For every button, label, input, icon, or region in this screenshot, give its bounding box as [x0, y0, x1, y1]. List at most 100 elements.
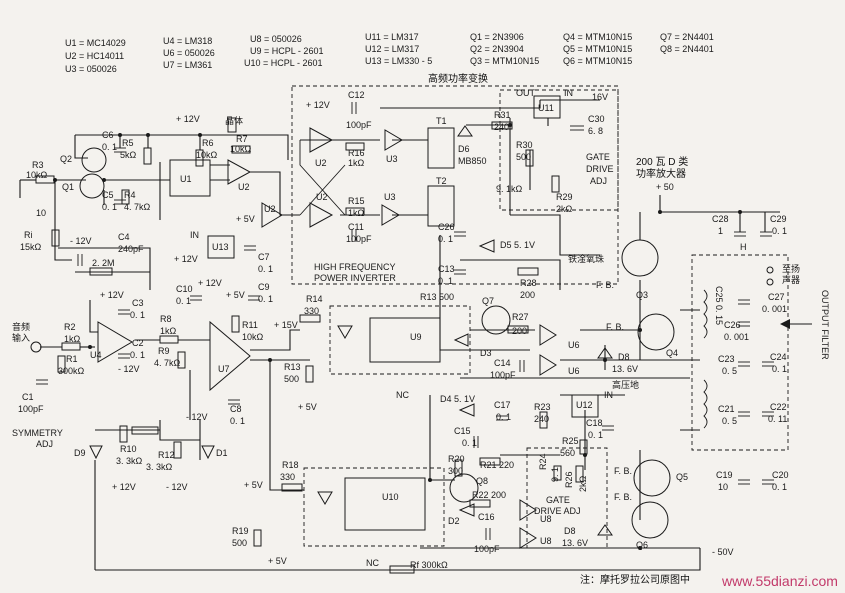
- mosfet-q6: [631, 501, 669, 539]
- ic-u11: [533, 95, 561, 119]
- gate-drive-label-3: ADJ: [590, 176, 607, 186]
- optocoupler-u10-block: [303, 467, 445, 547]
- resistor-r25: [579, 439, 588, 455]
- component-legend: U1 = MC14029 U2 = HC14011 U3 = 050026 U4…: [65, 32, 714, 74]
- label-m12-u4: - 12V: [118, 364, 140, 374]
- label-ri: Ri: [24, 230, 33, 240]
- label-r30: R30: [516, 140, 533, 150]
- label-d9: D9: [74, 448, 86, 458]
- label-r4-value: 4. 7kΩ: [124, 202, 151, 212]
- hf-power-title-en-2: POWER INVERTER: [314, 273, 396, 283]
- label-d4: D4 5. 1V: [440, 394, 475, 404]
- label-u10: U10: [382, 492, 399, 502]
- transformer-t2: [427, 185, 455, 227]
- supply-minus50: - 50V: [712, 547, 734, 557]
- resistor-r11: [231, 315, 240, 333]
- label-r10-value: 3. 3kΩ: [116, 456, 143, 466]
- label-2m2: 2. 2M: [92, 258, 115, 268]
- ic-u9: [369, 317, 441, 363]
- label-c12-value: 100pF: [346, 120, 372, 130]
- label-fb-q3: F. B.: [596, 280, 614, 290]
- resistor-r13: [305, 365, 314, 383]
- label-c26-filter: C26: [724, 320, 741, 330]
- label-r15-value: 1kΩ: [348, 208, 365, 218]
- hf-power-title-cn: 高频功率变换: [428, 72, 488, 85]
- legend-u11: U11 = LM317: [365, 32, 419, 42]
- label-p15: + 15V: [274, 320, 298, 330]
- resistor-r7: [231, 145, 251, 154]
- label-q5: Q5: [676, 472, 688, 482]
- speaker-terminal-b: [766, 278, 774, 286]
- resistor-r29: [551, 175, 560, 193]
- resistor-r5: [143, 147, 152, 165]
- label-c13-value: 0. 1: [438, 276, 453, 286]
- label-c1-value: 100pF: [18, 404, 44, 414]
- hv-ground-label: 高压地: [612, 379, 639, 390]
- source-note: 注：摩托罗拉公司原图中: [580, 573, 690, 586]
- label-p12-u7: + 12V: [198, 278, 222, 288]
- resistor-r28: [517, 267, 539, 276]
- label-r8: R8: [160, 314, 172, 324]
- label-nc-u10: NC: [366, 558, 379, 568]
- label-r20: R20: [448, 454, 465, 464]
- label-r11: R11: [242, 320, 258, 330]
- label-r14-value: 330: [304, 306, 319, 316]
- label-r19-value: 500: [232, 538, 247, 548]
- label-t2: T2: [436, 176, 447, 186]
- label-h-c28: H: [740, 242, 747, 252]
- audio-input-jack: [30, 341, 42, 353]
- gate-drive-lower-label-1: GATE: [546, 495, 570, 505]
- label-c10: C10: [176, 284, 193, 294]
- label-d1: D1: [216, 448, 228, 458]
- legend-u2: U2 = HC14011: [65, 51, 124, 61]
- inductor-filter-lower: [703, 379, 708, 429]
- label-c26-filter-value: 0. 001: [724, 332, 749, 342]
- label-p12-hf: + 12V: [306, 100, 330, 110]
- label-c3: C3: [132, 298, 144, 308]
- label-c7-value: 0. 1: [258, 264, 273, 274]
- resistor-r22: [469, 499, 491, 508]
- label-c20-value: 0. 1: [772, 482, 787, 492]
- label-c22: C22: [770, 402, 787, 412]
- label-c14-value: 100pF: [490, 370, 516, 380]
- label-c24: C24: [770, 352, 787, 362]
- label-c2-value: 0. 1: [130, 350, 145, 360]
- buffer-u8-a: [519, 499, 537, 521]
- output-filter-arrow-icon: [780, 319, 790, 329]
- label-d6-value: MB850: [458, 156, 487, 166]
- hf-inverter-block: [291, 85, 619, 285]
- label-u11-in: IN: [564, 88, 573, 98]
- label-r20-value: 300: [448, 466, 463, 476]
- label-p5-r13: + 5V: [298, 402, 317, 412]
- crystal-label: 晶体: [225, 115, 243, 126]
- gate-u2-a: [227, 159, 252, 185]
- label-ri-value: 15kΩ: [20, 242, 42, 252]
- label-r27-value: 200: [512, 326, 527, 336]
- gate-u2-c: [309, 202, 334, 228]
- label-p12-u4: + 12V: [100, 290, 124, 300]
- hf-power-title-en-1: HIGH FREQUENCY: [314, 262, 396, 272]
- gate-drive-label-2: DRIVE: [586, 164, 614, 174]
- label-c19-value: 10: [718, 482, 728, 492]
- amp-title-cn-1: 200 瓦 D 类: [636, 155, 688, 168]
- label-r9: R9: [158, 346, 170, 356]
- label-d8-lower-value: 13. 6V: [562, 538, 588, 548]
- capacitor-symbols: [36, 102, 774, 540]
- resistor-r27: [507, 325, 529, 334]
- label-r24: R24: [538, 453, 548, 470]
- label-r29: R29: [556, 192, 573, 202]
- label-fb-q6: F. B.: [614, 492, 632, 502]
- label-u11-out: OUT: [516, 88, 536, 98]
- to-speaker-label-1: 至扬: [782, 263, 800, 274]
- label-u11: U11: [538, 103, 554, 113]
- label-u12: U12: [576, 400, 593, 410]
- label-nc-u9: NC: [396, 390, 409, 400]
- label-r5-value: 5kΩ: [120, 150, 137, 160]
- label-c15-value: 0. 1: [462, 438, 477, 448]
- label-r13-value: 500: [284, 374, 299, 384]
- diode-d9: [89, 445, 103, 460]
- optocoupler-u9-block: [329, 305, 471, 375]
- label-r12: R12: [158, 450, 175, 460]
- resistor-rf: [389, 565, 415, 574]
- gate-u2-b: [309, 127, 334, 153]
